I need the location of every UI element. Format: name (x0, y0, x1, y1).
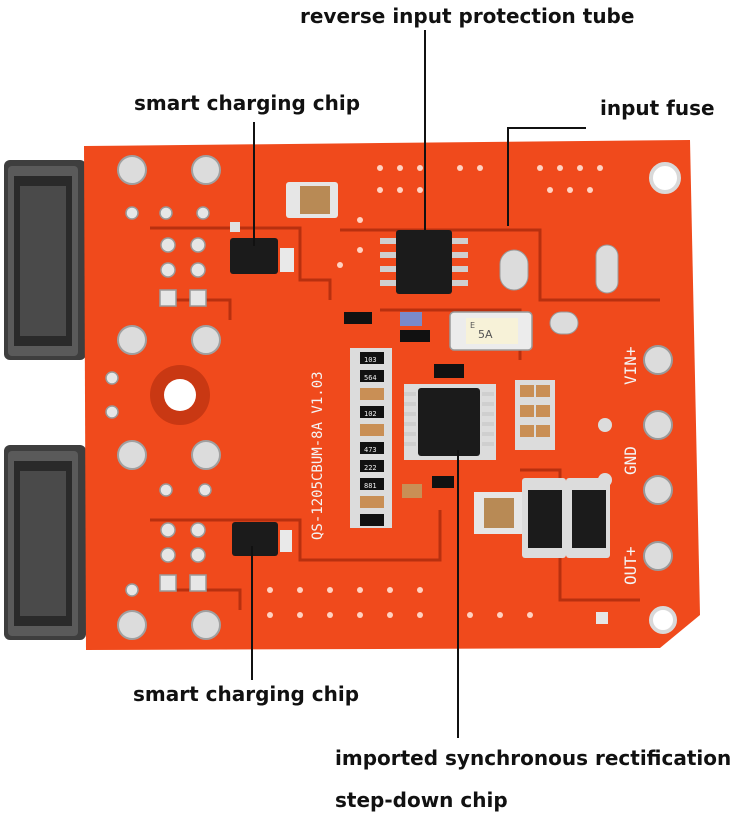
connector-pads (117, 155, 221, 640)
smd-parts (344, 312, 464, 498)
resistor-code: 881 (364, 482, 377, 490)
fuse-mark: E (470, 321, 475, 330)
annotation-charging-chip-top: smart charging chip (134, 91, 361, 115)
vias (267, 165, 603, 618)
reverse-protection-mosfet (380, 230, 468, 294)
pin-label-gnd: GND (621, 446, 640, 475)
annotation-stepdown-line1: imported synchronous rectification (335, 746, 732, 770)
header-pads (105, 206, 212, 597)
resistor-codes: 103 564 102 473 222 881 (364, 356, 377, 490)
resistor-code: 222 (364, 464, 377, 472)
right-capacitors (515, 380, 555, 450)
annotation-input-fuse: input fuse (600, 96, 715, 120)
fuse-label: 5A (478, 328, 493, 341)
resistor-column (350, 348, 392, 528)
resistor-code: 564 (364, 374, 377, 382)
resistor-code: 103 (364, 356, 377, 364)
terminal-pads (499, 244, 673, 624)
mounting-holes (150, 162, 681, 634)
annotation-stepdown-line2: step-down chip (335, 788, 508, 812)
annotation-charging-chip-bottom: smart charging chip (133, 682, 360, 706)
input-fuse (449, 311, 533, 351)
leader-lines (251, 30, 586, 738)
charging-chip-bottom (232, 522, 292, 556)
capacitor-top (286, 182, 338, 218)
input-connector-top (4, 160, 86, 360)
pin-label-out: OUT+ (621, 546, 640, 585)
resistor-code: 102 (364, 410, 377, 418)
pin-label-vin: VIN+ (621, 346, 640, 385)
input-connector-bottom (4, 445, 86, 640)
board-model-silkscreen: QS-1205CBUM-8A V1.03 (310, 371, 326, 540)
output-parts (474, 478, 610, 558)
resistor-code: 473 (364, 446, 377, 454)
stepdown-chip (404, 384, 496, 460)
charging-chip-top (230, 222, 294, 274)
annotation-reverse-protection: reverse input protection tube (300, 4, 635, 28)
